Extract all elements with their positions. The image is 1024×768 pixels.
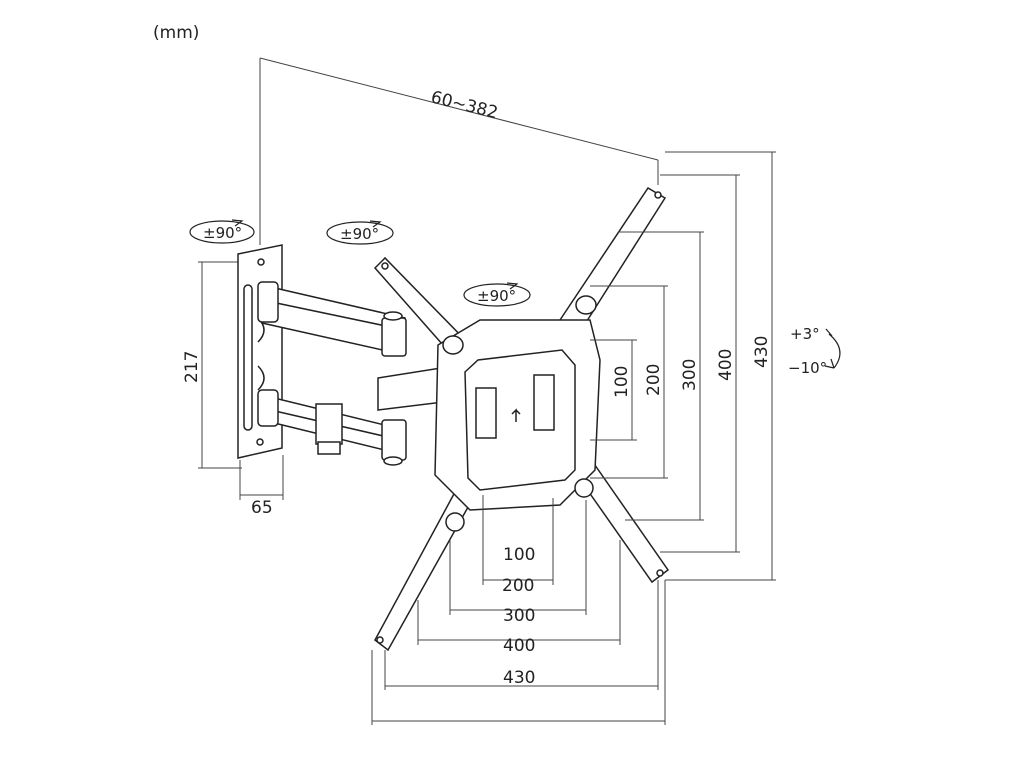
- extension-label: 60~382: [429, 87, 500, 123]
- wall-plate-width-dimension: [239, 455, 284, 500]
- vesa-bracket: [373, 186, 670, 652]
- vesa-h-300: 300: [503, 606, 535, 626]
- tilt-indicator: +3° −10°: [788, 325, 841, 377]
- rotation-wall-icon: ±90°: [189, 219, 255, 244]
- extension-dimension: [259, 57, 659, 245]
- vesa-h-400: 400: [503, 636, 535, 656]
- vesa-v-400: 400: [716, 349, 736, 381]
- tilt-down-label: −10°: [788, 359, 827, 377]
- rotation-arm-icon: ±90°: [326, 220, 394, 245]
- wall-plate-height-dimension: [198, 261, 242, 469]
- rotation-wall-label: ±90°: [203, 224, 242, 242]
- rotation-head-icon: ±90°: [463, 282, 531, 307]
- wall-plate-width-label: 65: [251, 498, 273, 518]
- vesa-h-430: 430: [503, 668, 535, 688]
- rotation-head-label: ±90°: [477, 287, 516, 305]
- rotation-arm-label: ±90°: [340, 225, 379, 243]
- vesa-v-200: 200: [644, 364, 664, 396]
- unit-label: (mm): [153, 23, 199, 43]
- vesa-h-200: 200: [502, 576, 534, 596]
- vesa-h-100: 100: [503, 545, 535, 565]
- vesa-vertical-dimensions: [590, 151, 776, 581]
- wall-plate-height-label: 217: [182, 351, 202, 383]
- vesa-v-100: 100: [612, 366, 632, 398]
- tilt-up-label: +3°: [790, 325, 820, 343]
- vesa-v-430: 430: [752, 336, 772, 368]
- vesa-v-300: 300: [680, 359, 700, 391]
- vesa-horizontal-dimensions: [371, 495, 666, 725]
